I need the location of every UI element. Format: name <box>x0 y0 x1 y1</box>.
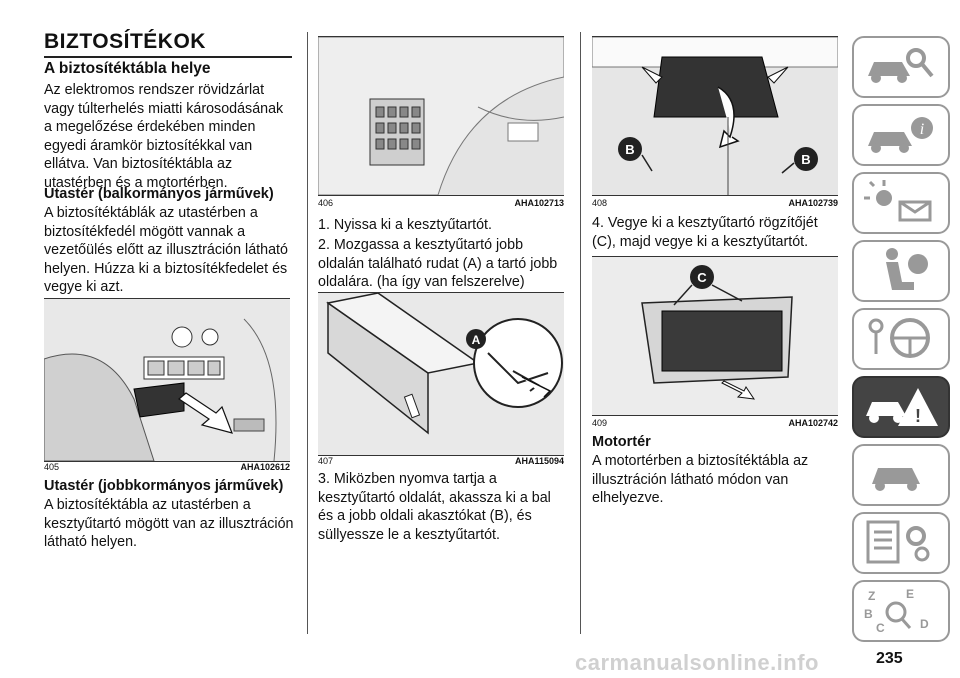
tab-car-info[interactable]: i <box>852 104 950 166</box>
intro-text: Az elektromos rendszer rövidzárlat vagy … <box>44 82 284 191</box>
tab-car-warning[interactable]: ! <box>852 376 950 438</box>
svg-text:!: ! <box>915 406 921 426</box>
svg-text:D: D <box>920 617 929 631</box>
tab-technical-data[interactable] <box>852 512 950 574</box>
fig-number: 409 <box>592 418 608 428</box>
section-title: A biztosítéktábla helye <box>44 60 211 77</box>
column-divider <box>307 32 308 634</box>
fig-code: AHA102742 <box>788 418 838 428</box>
svg-text:B: B <box>864 607 873 621</box>
heading-engine: Motortér <box>592 434 651 450</box>
fig-number: 408 <box>592 198 608 208</box>
text-engine: A motortérben a biztosítéktábla az illus… <box>592 453 809 506</box>
fig-number: 407 <box>318 456 334 466</box>
airbag-passenger-icon <box>886 248 928 290</box>
main-title: BIZTOSÍTÉKOK <box>44 30 292 58</box>
car-search-icon <box>868 48 934 83</box>
heading-rhd: Utastér (jobbkormányos járművek) <box>44 478 284 494</box>
svg-text:C: C <box>876 621 885 634</box>
tab-car-maintenance[interactable] <box>852 444 950 506</box>
svg-text:E: E <box>906 587 914 601</box>
text-rhd: A biztosítéktábla az utastérben a keszty… <box>44 497 294 550</box>
watermark: carmanualsonline.info <box>575 650 819 675</box>
fig-number: 405 <box>44 462 60 472</box>
caption-405: 405 AHA102612 <box>44 462 290 472</box>
heading-lhd: Utastér (balkormányos járművek) <box>44 186 274 202</box>
figure-405 <box>44 298 290 462</box>
step-1: 1. Nyissa ki a kesztyűtartót. <box>318 217 493 233</box>
figure-408: B B <box>592 36 838 196</box>
index-search-icon: Z E BC D <box>864 587 929 634</box>
car-warning-icon: ! <box>866 388 938 426</box>
figure-407: A <box>318 292 564 456</box>
caption-407: 407 AHA115094 <box>318 456 564 466</box>
technical-data-icon <box>866 520 930 564</box>
car-info-icon: i <box>868 117 933 153</box>
svg-text:i: i <box>920 121 924 138</box>
text-lhd: A biztosítéktáblák az utastérben a bizto… <box>44 205 288 295</box>
dashboard-lights-icon <box>864 180 932 222</box>
fig-code: AHA102739 <box>788 198 838 208</box>
fig-code: AHA102713 <box>514 198 564 208</box>
label-c: C <box>697 270 707 285</box>
fig-code: AHA102612 <box>240 462 290 472</box>
tab-dashboard-lights[interactable] <box>852 172 950 234</box>
step-3: 3. Miközben nyomva tartja a kesztyűtartó… <box>318 471 551 543</box>
caption-406: 406 AHA102713 <box>318 198 564 208</box>
figure-406 <box>318 36 564 196</box>
figure-409: C <box>592 256 838 416</box>
tab-steering-key[interactable] <box>852 308 950 370</box>
label-b-left: B <box>625 142 634 157</box>
fig-number: 406 <box>318 198 334 208</box>
steering-key-icon <box>868 318 930 358</box>
caption-409: 409 AHA102742 <box>592 418 838 428</box>
page-number: 235 <box>876 650 903 667</box>
label-a: A <box>472 333 481 347</box>
column-divider <box>580 32 581 634</box>
fig-code: AHA115094 <box>514 456 564 466</box>
step-2: 2. Mozgassa a kesztyűtartó jobb oldalán … <box>318 237 558 290</box>
caption-408: 408 AHA102739 <box>592 198 838 208</box>
step-4: 4. Vegye ki a kesztyűtartó rögzítőjét (C… <box>592 215 818 250</box>
label-b-right: B <box>801 152 810 167</box>
tab-airbag[interactable] <box>852 240 950 302</box>
tab-car-search[interactable] <box>852 36 950 98</box>
car-maintenance-icon <box>872 468 920 491</box>
svg-text:Z: Z <box>868 589 875 603</box>
